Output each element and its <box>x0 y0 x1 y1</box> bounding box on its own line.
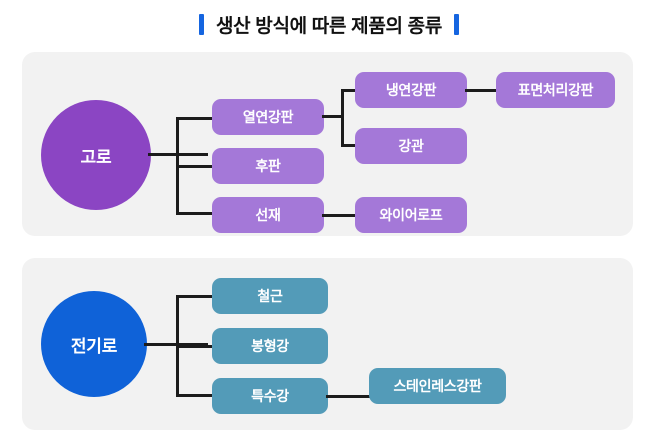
node-electric-furnace-root[interactable]: 전기로 <box>41 291 147 397</box>
connector-electric-to-bar-shape <box>176 345 214 348</box>
node-thick-plate[interactable]: 후판 <box>212 148 324 184</box>
connector-hot-rolled-trunk <box>341 89 344 147</box>
node-blast-furnace-root[interactable]: 고로 <box>41 100 151 210</box>
title-text: 생산 방식에 따른 제품의 종류 <box>215 15 443 37</box>
connector-electric-to-special-steel <box>176 394 214 397</box>
connector-special-to-stainless <box>326 395 372 398</box>
title-accent-bar-left <box>198 13 204 35</box>
connector-to-steel-pipe <box>341 144 359 147</box>
title-accent-bar-right <box>454 13 460 35</box>
page-title: 생산 방식에 따른 제품의 종류 <box>0 8 658 40</box>
node-hot-rolled-steel-sheet[interactable]: 열연강판 <box>212 99 324 135</box>
node-cold-rolled-steel-sheet[interactable]: 냉연강판 <box>355 72 467 108</box>
node-surface-treated-steel-sheet[interactable]: 표면처리강판 <box>496 72 615 108</box>
node-bar-and-shape-steel[interactable]: 봉형강 <box>212 328 328 364</box>
node-stainless-steel-sheet[interactable]: 스테인레스강판 <box>369 368 506 404</box>
node-steel-pipe[interactable]: 강관 <box>355 128 467 164</box>
connector-blast-to-wire-rod <box>176 212 214 215</box>
connector-to-cold-rolled <box>341 89 359 92</box>
connector-blast-to-plate <box>176 165 214 168</box>
node-wire-rod[interactable]: 선재 <box>212 197 324 233</box>
connector-hot-rolled-stem <box>322 115 344 118</box>
connector-blast-to-hot-rolled <box>176 117 214 120</box>
node-rebar[interactable]: 철근 <box>212 278 328 314</box>
connector-electric-to-rebar <box>176 295 214 298</box>
node-special-steel[interactable]: 특수강 <box>212 378 328 414</box>
connector-cold-rolled-to-surface <box>465 89 499 92</box>
node-wire-rope[interactable]: 와이어로프 <box>355 197 467 233</box>
connector-wire-rod-to-wire-rope <box>322 214 358 217</box>
